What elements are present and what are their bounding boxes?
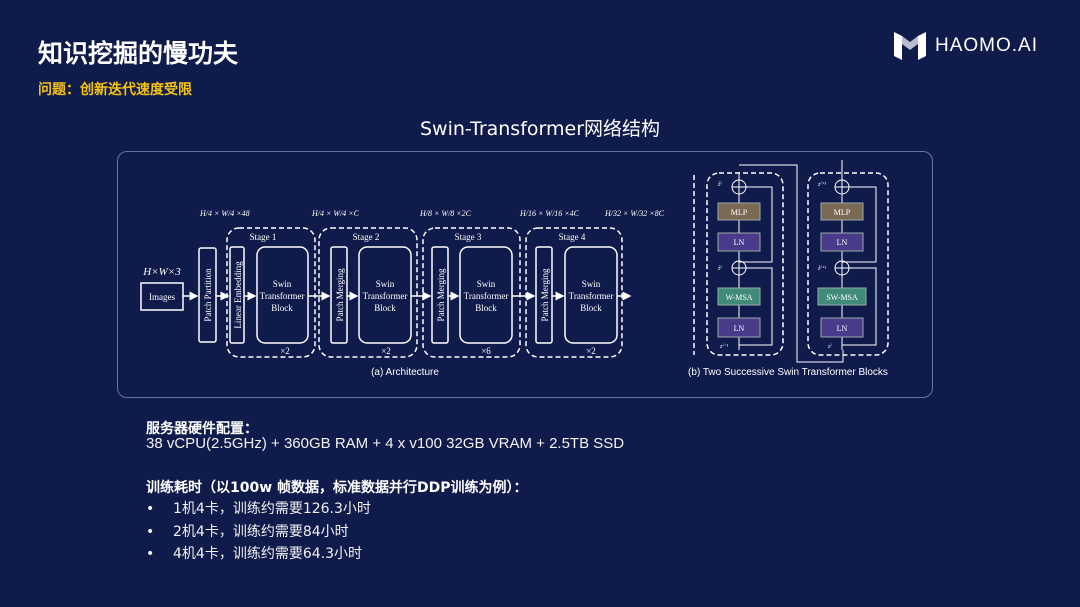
swin-block-text: Block — [580, 303, 602, 313]
caption-blocks: (b) Two Successive Swin Transformer Bloc… — [688, 367, 888, 378]
z-label: zˡ — [827, 344, 832, 350]
diagram-frame — [117, 151, 933, 398]
patch-merging-label: Patch Merging — [436, 268, 446, 322]
patch-merging-label: Patch Merging — [335, 268, 345, 322]
list-item-text: 1机4卡，训练约需要126.3小时 — [173, 501, 371, 517]
linear-embedding-label: Linear Embedding — [233, 261, 243, 329]
stage-label: Stage 3 — [455, 232, 482, 242]
z-label: zˡ⁺¹ — [817, 181, 826, 188]
stage-label: Stage 1 — [250, 232, 277, 242]
bullet-icon: • — [146, 546, 155, 562]
dim-label: H/4 × W/4 ×C — [311, 209, 360, 218]
swin-block-text: Transformer — [464, 291, 509, 301]
w-msa-box — [717, 287, 761, 306]
swin-block-text: Swin — [376, 279, 395, 289]
slide-title: 知识挖掘的慢功夫 — [38, 39, 239, 68]
stage-3-box — [422, 227, 521, 358]
stage-2-box — [318, 227, 418, 358]
block-2-box — [807, 172, 889, 356]
ln-box-2a — [820, 232, 864, 252]
ln-box-1b — [717, 317, 761, 338]
ln-label: LN — [734, 324, 745, 333]
dim-label: H/8 × W/8 ×2C — [419, 209, 472, 218]
swin-block-text: Block — [374, 303, 396, 313]
stage-1-box — [226, 227, 316, 358]
sw-msa-label: SW-MSA — [826, 293, 858, 302]
diagram-title: Swin-Transformer网络结构 — [419, 118, 661, 140]
stage-repeat: ×2 — [280, 346, 290, 356]
list-item: • 2机4卡，训练约需要84小时 — [146, 521, 349, 541]
dim-label: H/32 × W/32 ×8C — [604, 209, 665, 218]
slide-subtitle: 问题：创新迭代速度受限 — [38, 82, 192, 98]
logo-text: HAOMO.AI — [935, 35, 1039, 56]
swin-block-text: Swin — [582, 279, 601, 289]
swin-block-text: Transformer — [363, 291, 408, 301]
patch-merging-label: Patch Merging — [540, 268, 550, 322]
swin-block-3 — [459, 246, 513, 344]
patch-partition-box — [198, 247, 217, 343]
stage-4-box — [525, 227, 623, 358]
stage-repeat: ×6 — [481, 346, 491, 356]
block-1-box — [706, 172, 784, 356]
patch-partition-label: Patch Partition — [203, 268, 213, 322]
images-label: Images — [149, 292, 175, 302]
hardware-value: 38 vCPU(2.5GHz) + 360GB RAM + 4 x v100 3… — [146, 435, 625, 452]
patch-merging-2 — [330, 246, 348, 344]
mlp-label: MLP — [731, 208, 748, 217]
ln-label: LN — [734, 238, 745, 247]
swin-block-1 — [256, 246, 309, 344]
bullet-icon: • — [146, 524, 155, 540]
dim-label: H/16 × W/16 ×4C — [519, 209, 580, 218]
z-label: ẑˡ — [717, 266, 722, 272]
swin-block-4 — [564, 246, 618, 344]
patch-merging-4 — [535, 246, 553, 344]
swin-block-text: Swin — [477, 279, 496, 289]
patch-merging-3 — [431, 246, 449, 344]
stage-label: Stage 4 — [559, 232, 586, 242]
haomo-logo: HAOMO.AI — [893, 30, 1038, 62]
ln-box-1a — [717, 232, 761, 252]
w-msa-label: W-MSA — [725, 293, 752, 302]
haomo-logo-icon — [894, 32, 926, 60]
mlp-box-1 — [717, 202, 761, 221]
stage-label: Stage 2 — [353, 232, 380, 242]
caption-architecture: (a) Architecture — [371, 367, 439, 378]
list-item-text: 2机4卡，训练约需要84小时 — [173, 524, 349, 540]
mlp-box-2 — [820, 202, 864, 221]
list-item: • 4机4卡，训练约需要64.3小时 — [146, 543, 362, 563]
stage-repeat: ×2 — [381, 346, 391, 356]
ln-label: LN — [837, 324, 848, 333]
z-label: ẑˡ⁺¹ — [817, 265, 826, 272]
ln-box-2b — [820, 317, 864, 338]
z-label: zˡ⁻¹ — [719, 344, 728, 350]
swin-block-text: Block — [475, 303, 497, 313]
z-label: ẑˡ — [717, 182, 722, 188]
swin-block-text: Transformer — [569, 291, 614, 301]
swin-block-text: Swin — [273, 279, 292, 289]
ln-label: LN — [837, 238, 848, 247]
swin-block-2 — [358, 246, 412, 344]
bullet-icon: • — [146, 501, 155, 517]
swin-block-text: Block — [271, 303, 293, 313]
stage-repeat: ×2 — [586, 346, 596, 356]
list-item-text: 4机4卡，训练约需要64.3小时 — [173, 546, 362, 562]
linear-embedding-box — [229, 246, 245, 344]
sw-msa-box — [817, 287, 867, 306]
hardware-title: 服务器硬件配置： — [146, 421, 258, 437]
dim-label: H/4 × W/4 ×48 — [199, 209, 250, 218]
mlp-label: MLP — [834, 208, 851, 217]
list-item: • 1机4卡，训练约需要126.3小时 — [146, 498, 371, 518]
input-dim: H×W×3 — [142, 266, 181, 278]
training-title: 训练耗时（以100w 帧数据，标准数据并行DDP训练为例）： — [146, 480, 528, 496]
swin-block-text: Transformer — [260, 291, 305, 301]
